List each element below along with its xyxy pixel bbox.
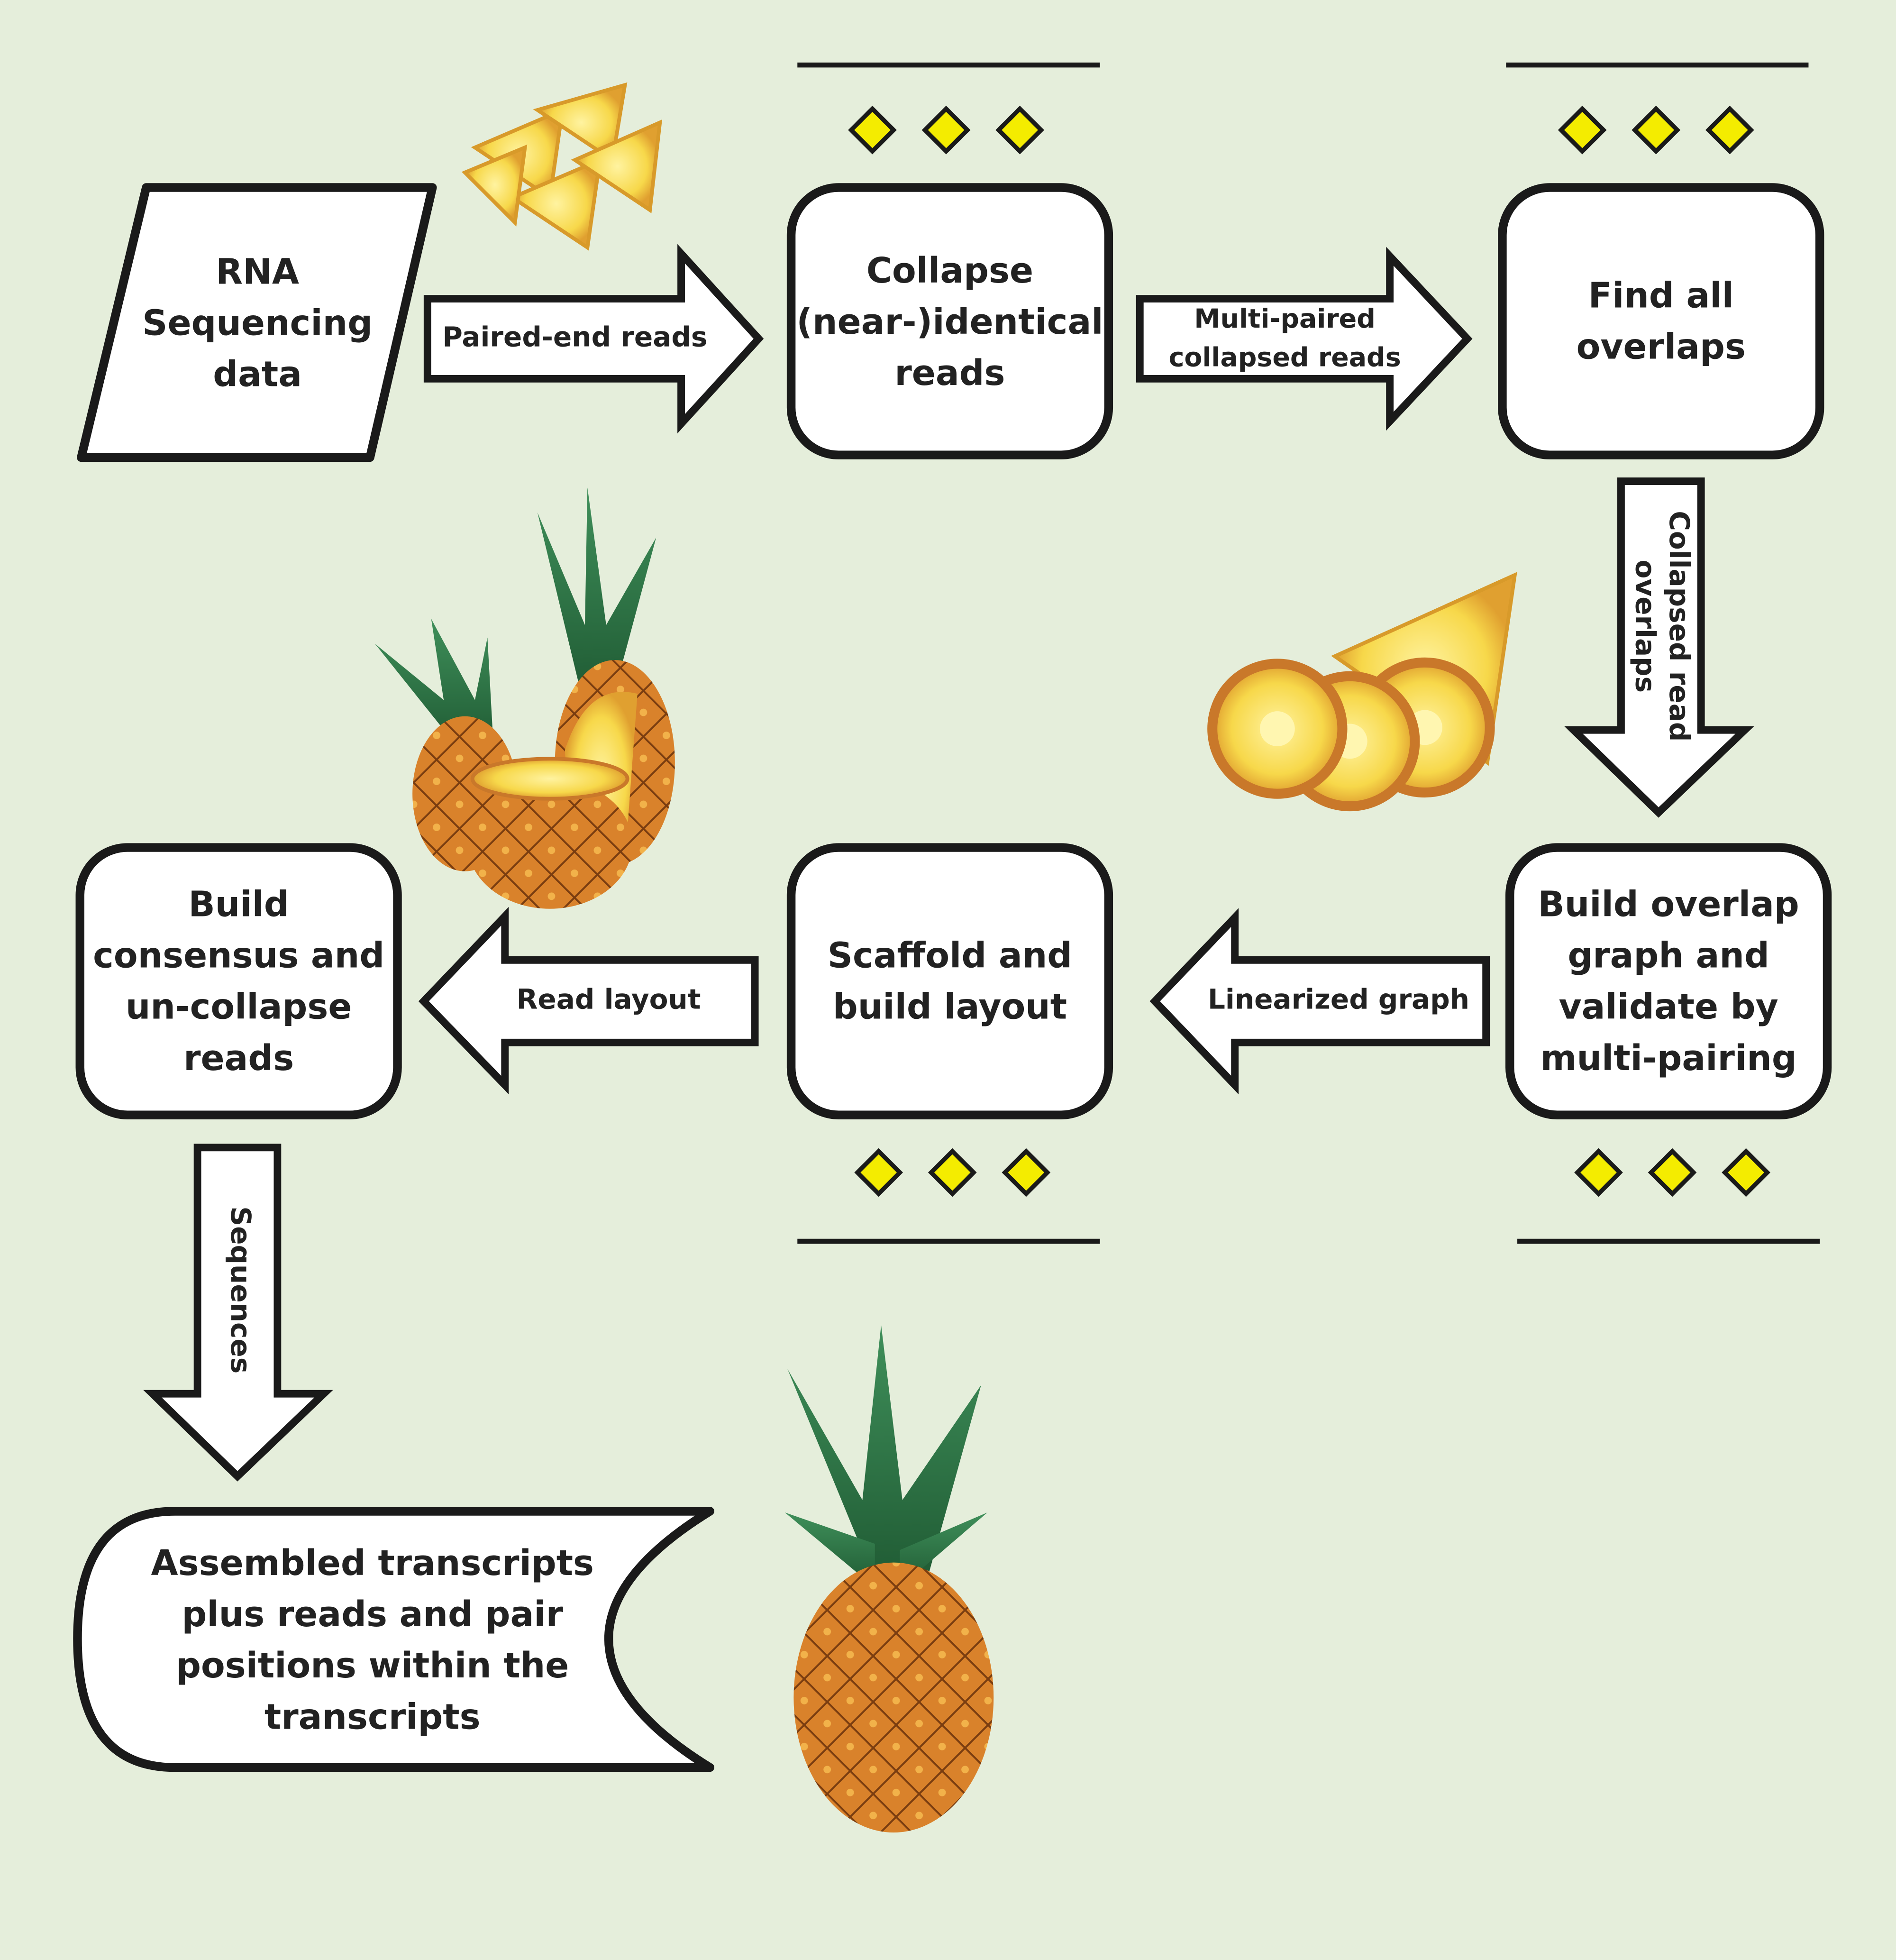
- arrow-collapsed-overlaps: [1564, 477, 1754, 818]
- label-rna-data: RNA Sequencing data: [142, 250, 373, 394]
- label-paired-end-reads: Paired-end reads: [442, 322, 708, 354]
- label-find-overlaps: Find all overlaps: [1576, 275, 1746, 368]
- diamond-marker: [1632, 105, 1681, 155]
- arrow-sequences: [143, 1144, 333, 1482]
- diamond-marker: [1002, 1148, 1051, 1197]
- label-collapsed-overlaps: Collapsed read overlaps: [1628, 511, 1694, 742]
- label-sequences: Sequences: [223, 1206, 255, 1374]
- diamond-marker: [921, 105, 971, 155]
- arrow-paired-end-reads: [423, 244, 764, 434]
- diamond-marker: [848, 105, 897, 155]
- arrow-read-layout: [418, 907, 759, 1094]
- diamond-marker: [1722, 1148, 1770, 1197]
- label-linearized-graph: Linearized graph: [1207, 985, 1470, 1017]
- pineapple-slices-image: [1207, 572, 1517, 812]
- diamond-marker: [1558, 105, 1607, 155]
- label-scaffold: Scaffold and build layout: [827, 935, 1073, 1028]
- top-decorations: [797, 62, 1820, 1244]
- diamond-marker: [1574, 1148, 1623, 1197]
- diamond-marker: [1705, 105, 1754, 155]
- label-collapse: Collapse (near-)identical reads: [796, 249, 1103, 394]
- arrow-linearized-graph: [1149, 908, 1490, 1095]
- diamond-marker: [995, 105, 1044, 155]
- node-collapse: [786, 183, 1113, 459]
- whole-pineapple-image: [784, 1325, 994, 1833]
- diamond-marker: [1648, 1148, 1697, 1197]
- label-overlap-graph: Build overlap graph and validate by mult…: [1538, 884, 1799, 1079]
- diamond-markers: [848, 105, 1770, 1197]
- diamond-marker: [928, 1148, 977, 1197]
- label-multi-paired: Multi-paired collapsed reads: [1168, 303, 1401, 373]
- node-scaffold: [786, 843, 1113, 1119]
- diamond-marker: [854, 1148, 903, 1197]
- node-assembled-transcripts: [73, 1507, 714, 1772]
- pineapple-chunks-image: [461, 82, 662, 251]
- node-rna-data: [77, 183, 437, 462]
- label-assembled-transcripts: Assembled transcripts plus reads and pai…: [151, 1542, 594, 1737]
- node-consensus: [75, 843, 402, 1119]
- arrow-multi-paired: [1136, 247, 1473, 431]
- label-consensus: Build consensus and un-collapse reads: [93, 884, 385, 1079]
- node-overlap-graph: [1505, 843, 1832, 1119]
- node-find-overlaps: [1498, 183, 1824, 459]
- label-read-layout: Read layout: [516, 985, 701, 1017]
- pineapple-group-image: [375, 487, 675, 909]
